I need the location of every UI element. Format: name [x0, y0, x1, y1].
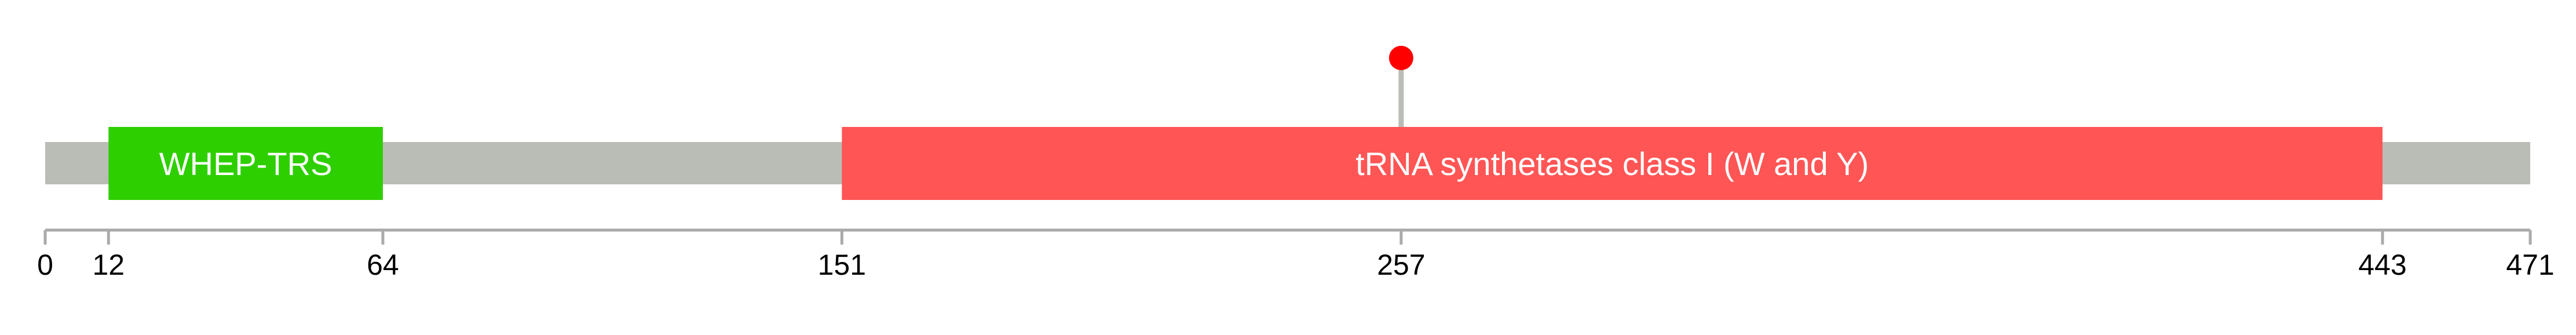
axis-tick-label: 257	[1377, 249, 1425, 281]
domain-box	[108, 127, 383, 200]
axis-tick-label: 64	[367, 249, 399, 281]
axis-tick-label: 12	[92, 249, 125, 281]
axis-tick-label: 471	[2506, 249, 2554, 281]
axis-tick-label: 0	[37, 249, 53, 281]
mutation-marker[interactable]	[1389, 46, 1413, 70]
domain-1: tRNA synthetases class I (W and Y)	[842, 127, 2383, 200]
domain-box	[842, 127, 2383, 200]
axis-tick-label: 443	[2358, 249, 2406, 281]
domain-0: WHEP-TRS	[108, 127, 383, 200]
domain-label: tRNA synthetases class I (W and Y)	[1355, 145, 1869, 182]
domain-label: WHEP-TRS	[159, 145, 332, 182]
axis-tick-label: 151	[818, 249, 866, 281]
